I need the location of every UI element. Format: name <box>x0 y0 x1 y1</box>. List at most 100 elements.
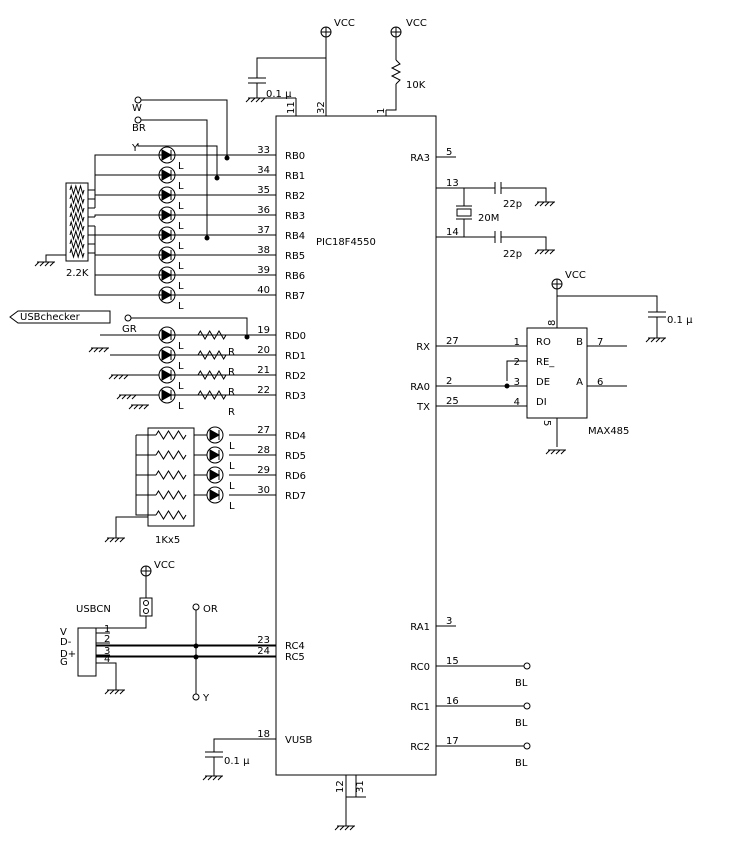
pin-name: RB2 <box>285 191 305 202</box>
pin-32-label: 32 <box>316 101 327 114</box>
wire-y: Y <box>131 143 139 154</box>
pin-name: RC1 <box>410 702 430 713</box>
pin-name: RB0 <box>285 151 305 162</box>
led-color: L <box>178 241 184 252</box>
led-color: L <box>178 301 184 312</box>
max-pin-num: 4 <box>514 397 520 408</box>
usb-pin-num: 4 <box>104 654 110 665</box>
pin-num: 35 <box>257 185 270 196</box>
pin-num: 27 <box>257 425 270 436</box>
led-color: L <box>178 181 184 192</box>
pin-name: RC4 <box>285 641 305 652</box>
c-vusb-label: 0.1 μ <box>224 756 250 767</box>
max-pin-name: B <box>576 337 583 348</box>
pin-name: VUSB <box>285 735 313 746</box>
usb-pin-label: G <box>60 657 68 668</box>
led-color: L <box>229 441 235 452</box>
led-color: L <box>178 281 184 292</box>
pin-num: 23 <box>257 635 270 646</box>
rnet-1kx5 <box>147 427 195 527</box>
pin-num: 29 <box>257 465 270 476</box>
pic18f4550-body <box>275 115 437 776</box>
pin-name: RB1 <box>285 171 305 182</box>
pin-num: 15 <box>446 656 459 667</box>
max485-body <box>526 327 588 419</box>
max-pin-name: RO <box>536 337 551 348</box>
pin-num: 33 <box>257 145 270 156</box>
led-color: L <box>229 501 235 512</box>
pin-num: 22 <box>257 385 270 396</box>
max-pin-num: 6 <box>597 377 603 388</box>
pin-num: 19 <box>257 325 270 336</box>
bl-label: BL <box>515 758 528 769</box>
led-color: R <box>228 367 235 378</box>
svg-text:VCC: VCC <box>565 270 586 281</box>
svg-text:VCC: VCC <box>406 18 427 29</box>
vcc-symbol-1: VCC <box>320 18 355 38</box>
pin-num: 24 <box>257 646 270 657</box>
wire-y2: Y <box>202 693 210 704</box>
pin-name: RD0 <box>285 331 306 342</box>
pin-name: RD2 <box>285 371 306 382</box>
pin-11-label: 11 <box>286 101 297 114</box>
wire-w: W <box>132 103 142 114</box>
pin-num: 28 <box>257 445 270 456</box>
c-top-label: 0.1 μ <box>266 89 292 100</box>
pin-name: RA3 <box>410 153 430 164</box>
led-color: L <box>178 341 184 352</box>
pin-name: RC0 <box>410 662 430 673</box>
pin-name: RA1 <box>410 622 430 633</box>
led-color: R <box>228 347 235 358</box>
pin-num: 38 <box>257 245 270 256</box>
pin-name: RB4 <box>285 231 305 242</box>
pin-name: RD3 <box>285 391 306 402</box>
vcc-symbol-max: VCC <box>551 270 586 290</box>
pin-num: 27 <box>446 336 459 347</box>
max-pin-name: DI <box>536 397 547 408</box>
usb-pin-num: 1 <box>104 624 110 635</box>
pin-name: RB5 <box>285 251 305 262</box>
pin-num: 36 <box>257 205 270 216</box>
pin-num: 25 <box>446 396 459 407</box>
led-color: L <box>229 461 235 472</box>
pin-num: 17 <box>446 736 459 747</box>
pin-name: RD5 <box>285 451 306 462</box>
svg-text:VCC: VCC <box>154 560 175 571</box>
pin-num: 20 <box>257 345 270 356</box>
led-color: R <box>228 387 235 398</box>
r-10k-label: 10K <box>406 80 426 91</box>
vcc-symbol-usb: VCC <box>140 560 175 577</box>
max-pin-num: 2 <box>514 357 520 368</box>
pin-num: 14 <box>446 227 459 238</box>
rnet-22k-label: 2.2K <box>66 268 89 279</box>
led-color: L <box>178 401 184 412</box>
c-xtal-1-label: 22p <box>503 199 522 210</box>
ground-symbols <box>34 97 666 831</box>
wire-or: OR <box>203 604 218 615</box>
pin-num: 18 <box>257 729 270 740</box>
led-color: L <box>178 201 184 212</box>
svg-text:VCC: VCC <box>334 18 355 29</box>
pin-1-label: 1 <box>376 108 387 114</box>
max-pin-name: A <box>576 377 583 388</box>
max-pin-num: 1 <box>514 337 520 348</box>
usb-pin-label: V <box>60 627 67 638</box>
led-color: L <box>178 161 184 172</box>
svg-text:8: 8 <box>547 320 558 326</box>
pin-name: RX <box>416 342 430 353</box>
wire-gr: GR <box>122 324 137 335</box>
max-pin-num: 7 <box>597 337 603 348</box>
pin-name: RC2 <box>410 742 430 753</box>
max485-name: MAX485 <box>588 426 629 437</box>
led-color: L <box>178 361 184 372</box>
led-color: L <box>229 481 235 492</box>
usb-pin-num: 2 <box>104 634 110 645</box>
usb-connector <box>77 627 97 677</box>
pin-num: 3 <box>446 616 452 627</box>
max-pin-name: DE <box>536 377 550 388</box>
pin-name: RB6 <box>285 271 305 282</box>
